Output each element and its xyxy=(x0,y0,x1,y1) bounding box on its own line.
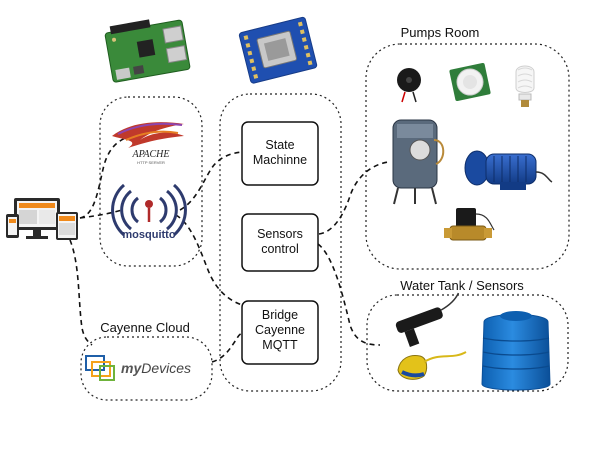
web-services-group xyxy=(99,96,203,267)
cayenne-cloud-title: Cayenne Cloud xyxy=(100,320,190,335)
solenoid-valve-icon xyxy=(444,208,495,241)
bridge-line3: MQTT xyxy=(262,338,298,352)
state-machine-line1: State xyxy=(265,138,294,152)
connectors xyxy=(69,135,389,363)
mydevices-label: myDevices xyxy=(121,360,191,376)
mydevices-logo-icon xyxy=(85,355,115,381)
mosquitto-logo-icon xyxy=(111,183,187,237)
sensors-control-line2: control xyxy=(261,242,299,256)
connector-devices-apache xyxy=(79,135,131,219)
devices-icon xyxy=(6,198,78,240)
pir-sensor-icon xyxy=(449,62,491,102)
connector-cloud-bridge xyxy=(211,332,243,363)
buzzer-icon xyxy=(397,68,421,103)
mosquitto-label: mosquitto xyxy=(122,229,175,241)
bridge-node[interactable] xyxy=(241,300,319,365)
esp-board-icon xyxy=(238,16,318,84)
sensors-control-line1: Sensors xyxy=(257,227,303,241)
pumps-room-group xyxy=(365,43,570,270)
apache-label: APACHE xyxy=(131,149,169,160)
connector-mosquitto-bridge xyxy=(175,214,243,306)
mydevices-suffix: Devices xyxy=(141,360,191,376)
controller-group xyxy=(219,93,342,392)
apache-sublabel: HTTP SERVER xyxy=(137,160,165,165)
cayenne-cloud-group xyxy=(80,336,213,401)
raspberry-pi-icon xyxy=(104,19,191,83)
apache-logo-icon xyxy=(112,122,184,148)
bridge-line2: Cayenne xyxy=(255,323,305,337)
connector-mosquitto-state xyxy=(179,151,243,211)
mydevices-prefix: my xyxy=(121,360,142,376)
connector-devices-cloud xyxy=(69,239,93,346)
light-bulb-icon xyxy=(515,65,535,107)
pressure-tank-icon xyxy=(392,119,445,205)
state-machine-node[interactable] xyxy=(241,121,319,186)
float-switch-icon xyxy=(395,292,460,347)
bridge-line1: Bridge xyxy=(262,308,298,322)
water-pump-icon xyxy=(464,150,553,190)
water-tank-icon xyxy=(481,311,551,391)
water-tank-title: Water Tank / Sensors xyxy=(400,278,524,293)
connector-devices-mosquitto xyxy=(79,209,123,219)
sensors-control-node[interactable] xyxy=(241,213,319,272)
state-machine-line2: Machinne xyxy=(253,153,307,167)
water-tank-group xyxy=(366,294,569,392)
connector-sensors-tank xyxy=(317,243,381,346)
pumps-room-title: Pumps Room xyxy=(401,25,480,40)
connector-sensors-pumps xyxy=(318,161,389,235)
cable-float-switch-icon xyxy=(397,351,467,380)
